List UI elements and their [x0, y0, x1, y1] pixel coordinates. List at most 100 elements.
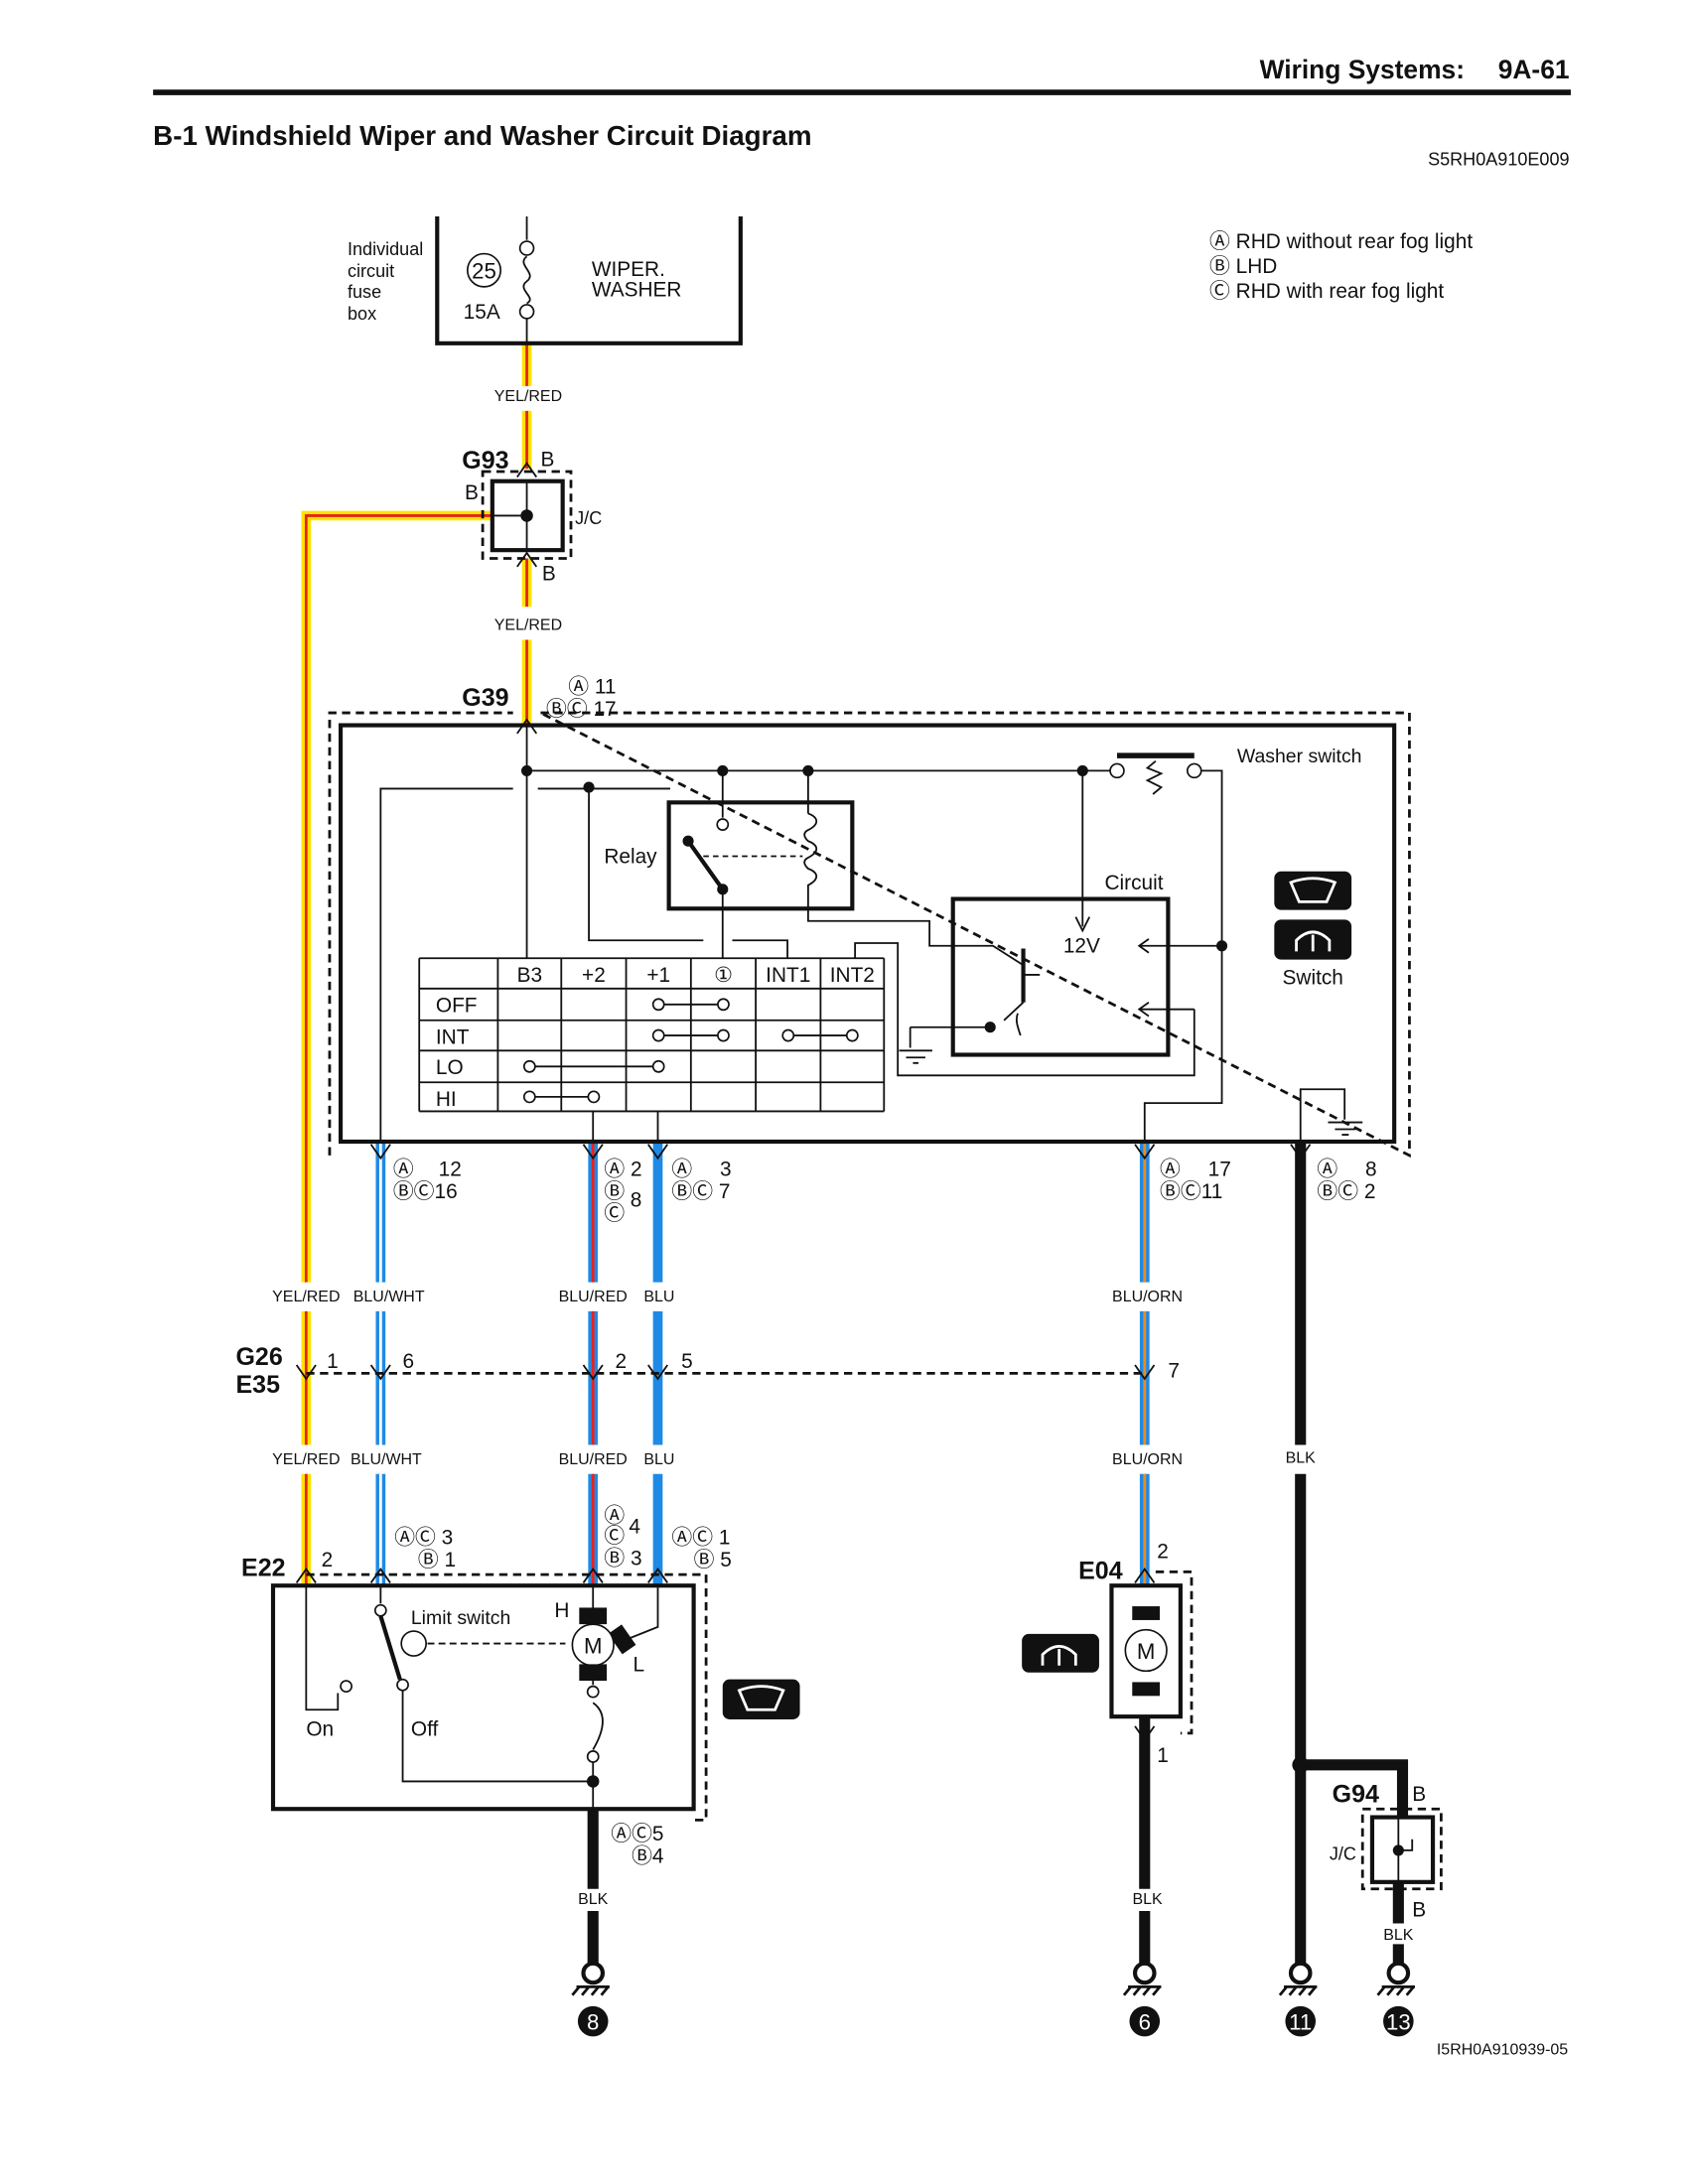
svg-text:Ⓑ 1: Ⓑ 1: [418, 1549, 456, 1571]
svg-text:Ⓒ: Ⓒ: [604, 1202, 625, 1225]
svg-text:Ⓑ 5: Ⓑ 5: [694, 1549, 732, 1571]
connector-pin-icon: [582, 1144, 604, 1160]
svg-text:fuse: fuse: [348, 282, 381, 302]
table-row-label: LO: [436, 1056, 464, 1079]
ground-6: 6: [1122, 1961, 1162, 2037]
svg-text:Limit switch: Limit switch: [411, 1607, 510, 1629]
svg-text:4: 4: [629, 1515, 640, 1538]
svg-text:E35: E35: [236, 1371, 281, 1399]
svg-text:M: M: [1137, 1639, 1156, 1664]
svg-text:Ⓐ: Ⓐ: [1160, 1159, 1181, 1181]
contact-icon: [522, 1090, 536, 1104]
svg-text:5: 5: [681, 1350, 693, 1373]
svg-text:Ⓐ: Ⓐ: [671, 1159, 692, 1181]
svg-text:BLK: BLK: [1383, 1927, 1414, 1944]
washer-switch-icon: [1109, 752, 1228, 1142]
svg-text:box: box: [348, 304, 376, 324]
12v-label: 12V: [1063, 935, 1100, 958]
svg-text:ⒷⒸ16: ⒷⒸ16: [393, 1180, 458, 1203]
switch-label: Switch: [1283, 967, 1343, 990]
svg-text:L: L: [633, 1653, 645, 1676]
svg-text:Ⓐ: Ⓐ: [393, 1159, 414, 1181]
svg-text:Ⓐ: Ⓐ: [1317, 1159, 1337, 1181]
contact-icon: [651, 1059, 665, 1073]
section-title: Wiring Systems:: [1260, 55, 1465, 84]
contact-icon: [587, 1090, 601, 1104]
svg-text:YEL/RED: YEL/RED: [272, 1289, 340, 1305]
svg-text:ⒶⒸ 3: ⒶⒸ 3: [394, 1527, 453, 1550]
svg-text:BLU: BLU: [643, 1289, 674, 1305]
connector-pin-icon: [647, 1144, 668, 1160]
svg-text:BLK: BLK: [1286, 1450, 1317, 1467]
relay-coil-icon: [803, 812, 952, 947]
ground-11: 11: [1278, 1961, 1318, 2037]
svg-text:ⒷⒸ 2: ⒷⒸ 2: [1317, 1180, 1375, 1203]
g94-junction: G94 B B J/C: [1292, 1756, 1443, 1922]
cam-icon: [400, 1630, 427, 1657]
table-row-label: OFF: [436, 994, 478, 1017]
svg-text:BLU/ORN: BLU/ORN: [1112, 1451, 1183, 1468]
svg-text:2: 2: [1157, 1540, 1169, 1563]
svg-text:On: On: [306, 1718, 334, 1741]
rear-wiper-switch-icon: [1274, 919, 1352, 960]
contact-icon: [717, 1028, 730, 1042]
svg-text:G39: G39: [462, 684, 508, 712]
ground-icon: [1278, 1985, 1318, 1996]
svg-text:1: 1: [327, 1350, 339, 1373]
wire-labels: YEL/RED YEL/RED YEL/RED BLU/WHT BLU/RED …: [272, 388, 1414, 1944]
connector-pin-icon: [582, 1364, 604, 1381]
contact-icon: [651, 1028, 665, 1042]
svg-text:1: 1: [1157, 1744, 1169, 1767]
ground-icon: [1299, 1088, 1363, 1142]
ground-icon: [899, 1026, 932, 1064]
svg-text:WASHER: WASHER: [592, 279, 682, 302]
contact-icon: [717, 998, 730, 1012]
svg-text:B: B: [465, 481, 479, 504]
table-header: +1: [646, 964, 670, 987]
svg-text:Ⓑ 3: Ⓑ 3: [604, 1547, 641, 1570]
svg-text:BLU/RED: BLU/RED: [559, 1451, 628, 1468]
table-header: B3: [517, 964, 542, 987]
relay-box: [666, 800, 855, 911]
svg-text:J/C: J/C: [575, 508, 602, 528]
svg-text:11: 11: [1289, 2009, 1312, 2034]
svg-text:BLU/RED: BLU/RED: [559, 1289, 628, 1305]
svg-text:17: 17: [1208, 1159, 1231, 1181]
svg-text:6: 6: [403, 1350, 415, 1373]
svg-text:6: 6: [1139, 2009, 1151, 2034]
connector-pin-icon: [516, 551, 538, 568]
front-wiper-icon: [722, 1679, 800, 1719]
connector-pin-icon: [1134, 1364, 1156, 1381]
connector-pin-icon: [516, 718, 538, 735]
svg-text:Ⓐ 11: Ⓐ 11: [568, 676, 616, 699]
contact-icon: [781, 1028, 795, 1042]
svg-text:B: B: [1412, 1899, 1426, 1922]
svg-text:7: 7: [1168, 1360, 1180, 1383]
fuse-number: 25: [472, 259, 496, 284]
svg-text:ⒶⒸ5: ⒶⒸ5: [611, 1823, 663, 1845]
svg-text:BLU/WHT: BLU/WHT: [351, 1451, 422, 1468]
svg-text:BLU/WHT: BLU/WHT: [353, 1289, 425, 1305]
connector-pin-icon: [369, 1144, 391, 1160]
svg-text:Ⓒ: Ⓒ: [604, 1525, 625, 1548]
contact-icon: [651, 998, 665, 1012]
svg-text:2: 2: [615, 1350, 627, 1373]
svg-text:WIPER.: WIPER.: [592, 258, 665, 281]
svg-text:Ⓑ4: Ⓑ4: [632, 1844, 663, 1867]
svg-text:ⒷⒸ 7: ⒷⒸ 7: [671, 1180, 730, 1203]
svg-text:circuit: circuit: [348, 261, 394, 281]
figure-code: I5RH0A910939-05: [1437, 2041, 1568, 2058]
svg-text:ⒷⒸ11: ⒷⒸ11: [1160, 1180, 1222, 1203]
svg-text:Ⓐ: Ⓐ: [604, 1504, 625, 1527]
svg-text:Ⓑ: Ⓑ: [604, 1180, 625, 1203]
connector-pin-icon: [1134, 1567, 1156, 1583]
table-header: INT1: [766, 964, 810, 987]
ground-icon: [1376, 1985, 1415, 1996]
fuse-box: Individual circuit fuse box 25 15A WIPER…: [348, 216, 743, 345]
svg-text:ⒶⒸ 1: ⒶⒸ 1: [671, 1527, 730, 1550]
